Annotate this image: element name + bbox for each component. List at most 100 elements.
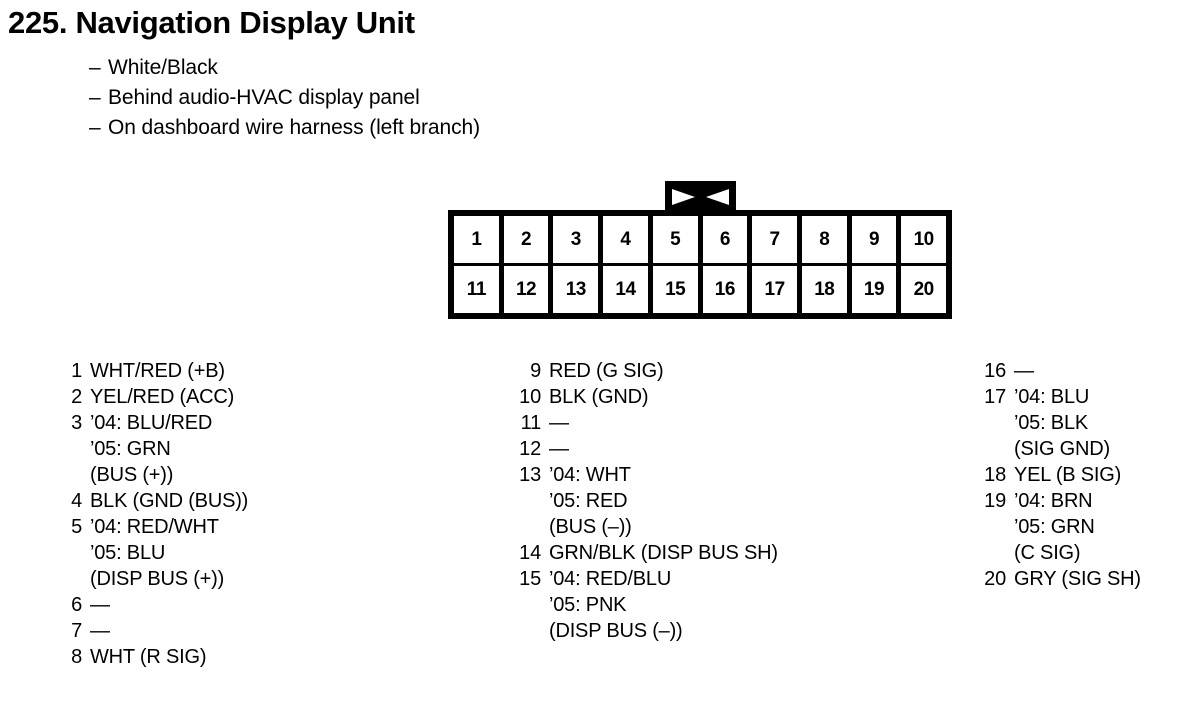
pin-entry-9: 9 RED (G SIG) — [505, 358, 845, 384]
connector-pin-12: 12 — [503, 266, 549, 313]
pin-label: WHT/RED (+B) — [90, 360, 225, 382]
pin-label: ’05: GRN — [1014, 516, 1095, 538]
pin-entry-5: 5’04: RED/WHT5’05: BLU5(DISP BUS (+)) — [60, 514, 360, 592]
connector-pin-17: 17 — [752, 266, 797, 313]
pin-line: 13(BUS (–)) — [505, 514, 845, 540]
description-item-text: On dashboard wire harness (left branch) — [108, 116, 480, 139]
pin-label: ’04: BRN — [1014, 490, 1093, 512]
pin-label: ’05: BLU — [90, 542, 166, 564]
pin-entry-19: 19 ’04: BRN19’05: GRN19 (C SIG) — [976, 488, 1184, 566]
pin-label: ’04: RED/WHT — [90, 516, 219, 538]
pin-label: (DISP BUS (–)) — [549, 620, 683, 642]
pin-line: 3(BUS (+)) — [60, 462, 360, 488]
connector-pin-10: 10 — [901, 216, 947, 263]
pin-number: 8 — [71, 646, 82, 668]
pin-number: 11 — [520, 412, 542, 434]
pin-label: GRY (SIG SH) — [1014, 568, 1141, 590]
page-title: 225. Navigation Display Unit — [8, 5, 415, 40]
pin-label: (DISP BUS (+)) — [90, 568, 225, 590]
connector-pin-2: 2 — [503, 216, 549, 263]
pin-label: YEL (B SIG) — [1014, 464, 1122, 486]
connector-pin-3: 3 — [553, 216, 599, 263]
pin-entry-18: 18 YEL (B SIG) — [976, 462, 1184, 488]
description-item-text: Behind audio-HVAC display panel — [108, 86, 420, 109]
pin-line: 2 YEL/RED (ACC) — [60, 384, 360, 410]
description-item: –On dashboard wire harness (left branch) — [89, 113, 480, 143]
pin-line: 13’04: WHT — [505, 462, 845, 488]
pin-line: 13’05: RED — [505, 488, 845, 514]
description-item: –Behind audio-HVAC display panel — [89, 83, 480, 113]
pin-entry-1: 1 WHT/RED (+B) — [60, 358, 360, 384]
pin-number: 19 — [984, 490, 1006, 512]
pin-number: 15 — [519, 568, 541, 590]
pin-line: 1 WHT/RED (+B) — [60, 358, 360, 384]
pin-line: 19’05: GRN — [976, 514, 1184, 540]
pin-label: (BUS (+)) — [90, 464, 174, 486]
pin-number: 16 — [984, 360, 1006, 382]
pin-number: 6 — [71, 594, 82, 616]
pin-label: ’05: GRN — [90, 438, 171, 460]
pin-number: 1 — [71, 360, 82, 382]
pin-number: 10 — [519, 386, 541, 408]
pin-number: 4 — [71, 490, 82, 512]
pin-line: 14 GRN/BLK (DISP BUS SH) — [505, 540, 845, 566]
pin-line: 17(SIG GND) — [976, 436, 1184, 462]
pin-entry-16: 16 — — [976, 358, 1184, 384]
pin-label: ’04: BLU/RED — [90, 412, 213, 434]
pin-number: 14 — [519, 542, 541, 564]
connector-pin-4: 4 — [603, 216, 648, 263]
pin-number: 9 — [530, 360, 541, 382]
pin-label: ’04: BLU — [1014, 386, 1090, 408]
pin-number: 12 — [519, 438, 541, 460]
pin-line: 15’05: PNK — [505, 592, 845, 618]
pin-entry-17: 17 ’04: BLU17’05: BLK17(SIG GND) — [976, 384, 1184, 462]
pin-label: ’04: RED/BLU — [549, 568, 672, 590]
pin-number: 18 — [984, 464, 1006, 486]
pin-entry-14: 14 GRN/BLK (DISP BUS SH) — [505, 540, 845, 566]
pin-label: BLK (GND (BUS)) — [90, 490, 249, 512]
connector-pin-13: 13 — [553, 266, 599, 313]
pin-label: — — [549, 438, 569, 460]
pin-label: — — [90, 620, 110, 642]
pin-line: 9 RED (G SIG) — [505, 358, 845, 384]
pin-label: (BUS (–)) — [549, 516, 632, 538]
pin-entry-15: 15’04: RED/BLU15’05: PNK15(DISP BUS (–)) — [505, 566, 845, 644]
pin-label: ’04: WHT — [549, 464, 631, 486]
connector-pin-8: 8 — [801, 216, 847, 263]
pin-label: — — [90, 594, 110, 616]
pin-line: 17 ’04: BLU — [976, 384, 1184, 410]
pin-entry-6: 6— — [60, 592, 360, 618]
pin-number: 2 — [71, 386, 82, 408]
connector-pin-1: 1 — [454, 216, 499, 263]
pin-label: (C SIG) — [1014, 542, 1081, 564]
pin-label: — — [549, 412, 569, 434]
pin-label: YEL/RED (ACC) — [90, 386, 235, 408]
pin-line: 17’05: BLK — [976, 410, 1184, 436]
connector-pin-9: 9 — [851, 216, 897, 263]
pin-number: 3 — [71, 412, 82, 434]
connector-pin-20: 20 — [901, 266, 947, 313]
pin-list-column-1: 1 WHT/RED (+B) 2 YEL/RED (ACC) 3 ’04: BLU/RED… — [60, 358, 360, 670]
pin-number: 7 — [71, 620, 82, 642]
pin-line: 19 ’04: BRN — [976, 488, 1184, 514]
pin-entry-12: 12 — — [505, 436, 845, 462]
pin-entry-13: 13’04: WHT13’05: RED13(BUS (–)) — [505, 462, 845, 540]
connector-pin-14: 14 — [603, 266, 648, 313]
pin-label: (SIG GND) — [1014, 438, 1110, 460]
pin-number: 17 — [984, 386, 1006, 408]
bullet-dash-icon: – — [89, 56, 101, 79]
pin-label: GRN/BLK (DISP BUS SH) — [549, 542, 778, 564]
pin-label: RED (G SIG) — [549, 360, 664, 382]
pin-line: 5(DISP BUS (+)) — [60, 566, 360, 592]
connector-pin-7: 7 — [752, 216, 797, 263]
pin-label: — — [1014, 360, 1034, 382]
bowtie-latch-icon — [665, 181, 736, 213]
